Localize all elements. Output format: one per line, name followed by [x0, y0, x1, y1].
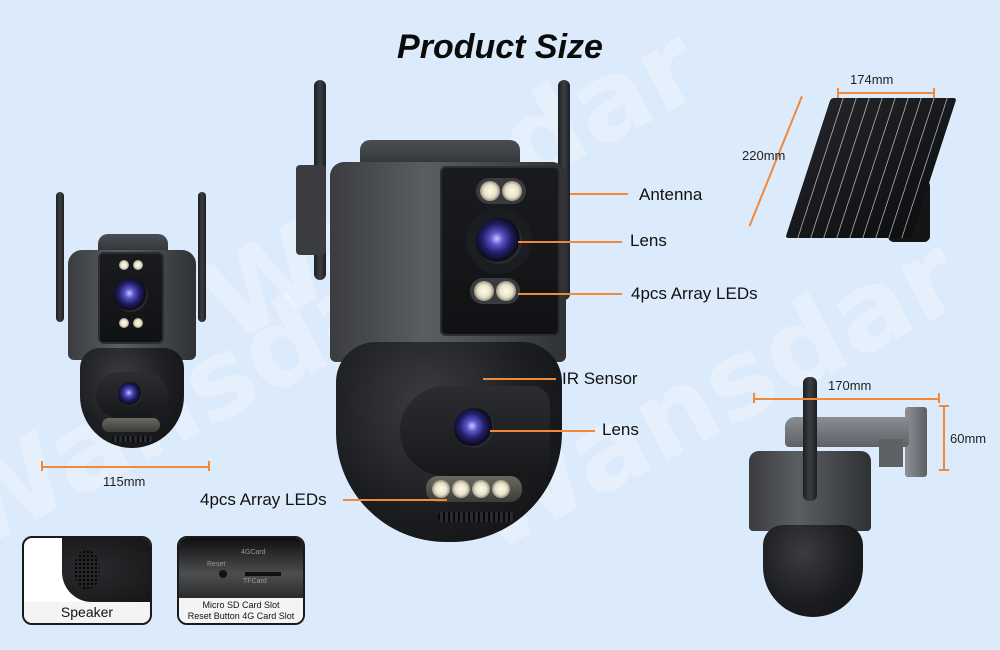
dimension-cap: [939, 469, 949, 471]
led: [119, 318, 129, 328]
led: [133, 260, 143, 270]
lens-icon: [454, 408, 494, 448]
slot-text: Reset: [207, 561, 226, 568]
dimension-cap: [939, 405, 949, 407]
sd-slot-inset: 4GCard Reset TFCard Micro SD Card Slot R…: [177, 536, 305, 625]
antenna: [803, 377, 817, 501]
led: [432, 480, 450, 498]
dimension-cap: [41, 461, 43, 471]
side-bracket: [296, 165, 326, 255]
dimension-line: [943, 406, 945, 470]
dimension-line: [838, 92, 934, 94]
speaker-grille: [112, 436, 152, 442]
speaker-grille: [438, 512, 514, 522]
speaker-inset: Speaker: [22, 536, 152, 625]
dimension-cap: [208, 461, 210, 471]
dimension-line: [42, 466, 210, 468]
card-slot-icon: [245, 572, 281, 576]
led: [119, 260, 129, 270]
reset-button-icon: [219, 570, 227, 578]
callout-lens-lower: Lens: [602, 420, 639, 439]
callout-line: [518, 241, 622, 243]
callout-line: [570, 193, 628, 195]
lens-icon: [114, 278, 148, 312]
solar-panel: [785, 98, 957, 238]
led: [480, 181, 500, 201]
dimension-cap: [933, 88, 935, 98]
callout-ir-sensor: IR Sensor: [562, 369, 638, 388]
caption-line-1: Micro SD Card Slot: [202, 600, 280, 610]
callout-line: [343, 499, 447, 501]
led-bar: [102, 418, 160, 432]
callout-line: [483, 378, 556, 380]
dimension-label-170: 170mm: [828, 378, 872, 393]
dimension-cap: [938, 393, 940, 403]
dimension-cap: [837, 88, 839, 98]
led: [133, 318, 143, 328]
callout-antenna: Antenna: [639, 185, 703, 204]
callout-array-leds-upper: 4pcs Array LEDs: [631, 284, 758, 303]
dimension-label-60: 60mm: [950, 431, 987, 446]
slot-text: TFCard: [243, 578, 267, 585]
small-camera: [40, 190, 220, 450]
sd-slot-caption: Micro SD Card Slot Reset Button 4G Card …: [179, 598, 303, 623]
slot-text: 4GCard: [241, 549, 266, 556]
page-title: Product Size: [397, 28, 603, 66]
side-camera: [745, 375, 945, 625]
sd-slot-image: [179, 538, 303, 598]
led: [496, 281, 516, 301]
dome: [763, 525, 863, 617]
bracket-hook: [879, 439, 903, 467]
lens-icon: [476, 218, 522, 264]
antenna-right: [198, 192, 206, 322]
led: [472, 480, 490, 498]
dimension-label-174: 174mm: [850, 72, 894, 87]
caption-line-2: Reset Button 4G Card Slot: [187, 611, 295, 621]
lens-icon: [118, 382, 142, 406]
callout-array-leds-lower: 4pcs Array LEDs: [200, 490, 327, 509]
speaker-holes-icon: [74, 550, 100, 590]
dimension-line: [754, 398, 940, 400]
led: [474, 281, 494, 301]
callout-line: [518, 293, 622, 295]
dimension-cap: [753, 393, 755, 403]
speaker-caption: Speaker: [24, 602, 150, 623]
wall-bracket-plate: [905, 407, 927, 477]
callout-lens-upper: Lens: [630, 231, 667, 250]
dimension-label-220: 220mm: [742, 148, 786, 163]
callout-line: [490, 430, 595, 432]
main-camera: [290, 80, 590, 545]
led: [502, 181, 522, 201]
antenna-left: [56, 192, 64, 322]
led: [492, 480, 510, 498]
led: [452, 480, 470, 498]
dimension-label-115: 115mm: [103, 474, 146, 489]
